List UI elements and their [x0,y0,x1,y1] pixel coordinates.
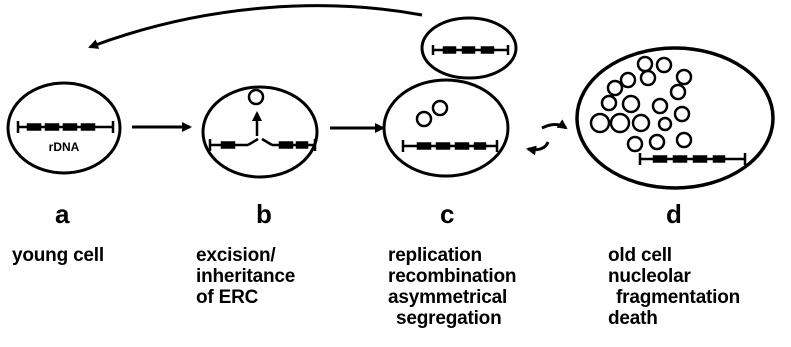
caption-a: young cell [12,245,104,266]
daughter-bud-outline [420,16,518,80]
erc-circle-b [247,88,265,106]
caption-a-line-1: young cell [12,245,104,266]
caption-c-line-1: replication [388,245,482,266]
caption-d-line-3: fragmentation [616,287,741,308]
cell-a-outline [6,81,122,175]
caption-c: replication recombination asymmetrical s… [388,245,517,329]
stage-letter-b: b [256,199,272,229]
caption-b: excision/ inheritance of ERC [196,245,295,308]
cell-d-outline [575,46,775,190]
cell-c-outline [382,78,510,178]
caption-c-line-3: asymmetrical [388,287,508,308]
rdna-array-d [638,153,747,165]
return-arrow-to-young-cell [88,4,423,49]
cell-d [575,46,775,190]
erc-circle-c1 [415,110,433,128]
stage-letter-c: c [440,199,455,229]
stage-letter-a: a [55,199,70,229]
replication-return-arrow [526,141,550,156]
stage-letter-d: d [666,199,682,229]
rdna-array-b [208,137,317,151]
caption-d: old cell nucleolar fragmentation death [608,245,740,329]
caption-d-line-2: nucleolar [608,266,691,287]
caption-c-line-2: recombination [388,266,517,287]
erc-cluster-d [589,55,693,153]
replication-loop-arrow [541,119,568,130]
caption-b-line-3: of ERC [196,287,259,308]
rdna-array-bud [431,45,510,55]
caption-b-line-1: excision/ [196,245,276,266]
rdna-array-a [16,121,115,133]
cell-a: rDNA [6,81,122,175]
cell-c [382,16,518,178]
caption-d-line-1: old cell [608,245,672,266]
caption-c-line-4: segregation [396,308,502,329]
rdna-label: rDNA [49,140,80,154]
cell-b [201,85,319,179]
erc-circle-c2 [431,99,449,117]
rdna-array-c [401,140,499,152]
caption-d-line-4: death [608,308,658,329]
caption-b-line-2: inheritance [196,266,296,287]
cell-b-outline [201,85,319,179]
